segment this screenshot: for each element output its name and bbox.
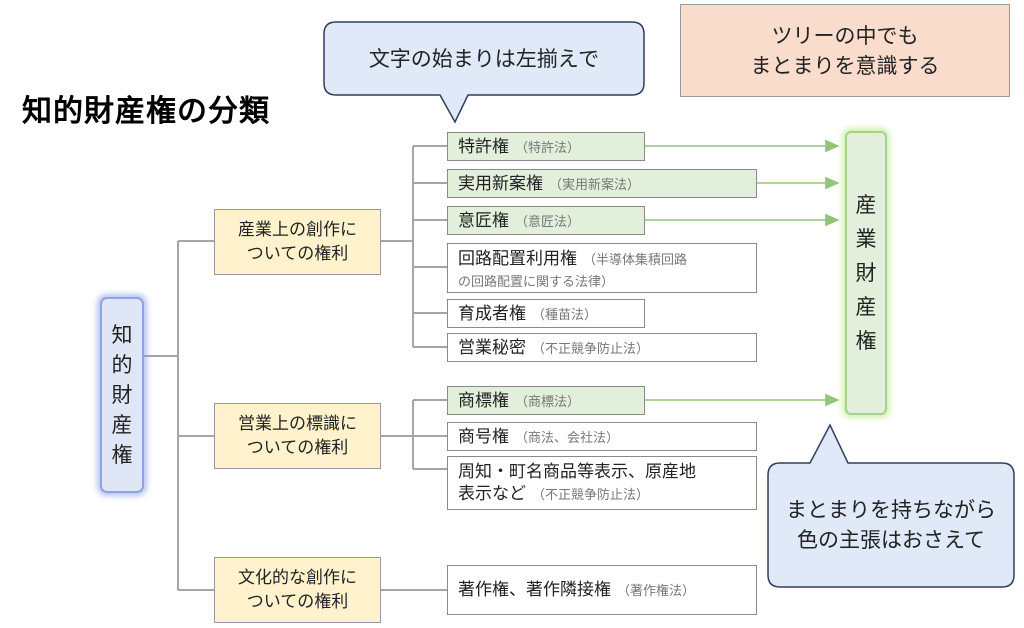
leaf-main: 実用新案権: [458, 174, 543, 194]
callout-bottom-line-1: まとまりを持ちながら: [786, 498, 996, 522]
root-char: 権: [111, 443, 133, 467]
industrial-property-node: 産 業 財 産 権: [845, 131, 887, 415]
industrial-char: 財: [855, 261, 877, 285]
industrial-char: 産: [855, 193, 877, 217]
leaf-main: 著作権、著作隣接権: [458, 580, 611, 600]
leaf-law: （実用新案法）: [549, 178, 641, 193]
root-node-intellectual-property: 知 的 財 産 権: [100, 297, 144, 493]
leaf-circuit-layout-right: 回路配置利用権 （半導体集積回路 の回路配置に関する法律）: [447, 243, 757, 293]
category-line-2: ついての権利: [246, 244, 349, 264]
leaf-law: （特許法）: [515, 141, 581, 156]
leaf-law: （商法、会社法）: [515, 431, 620, 446]
callout-bottom: まとまりを持ちながら 色の主張はおさえて: [768, 463, 1014, 587]
leaf-main: 特許権: [458, 137, 509, 157]
category-line-2: ついての権利: [246, 592, 349, 612]
callout-top-text: 文字の始まりは左揃えで: [368, 46, 600, 71]
callout-bottom-line-2: 色の主張はおさえて: [797, 528, 985, 552]
leaf-main: 営業秘密: [458, 338, 526, 358]
root-char: 的: [111, 353, 133, 377]
leaf-main: 意匠権: [458, 211, 509, 231]
leaf-law: （不正競争防止法）: [532, 488, 650, 503]
industrial-char: 業: [855, 227, 877, 251]
category-cultural-creation: 文化的な創作に ついての権利: [214, 557, 381, 623]
leaf-law: （意匠法）: [515, 215, 581, 230]
leaf-breeders-right: 育成者権 （種苗法）: [447, 299, 645, 328]
leaf-law-continued: の回路配置に関する法律）: [458, 275, 615, 290]
leaf-main-continued: 表示など: [458, 484, 526, 504]
leaf-main: 育成者権: [458, 304, 526, 324]
industrial-char: 権: [855, 329, 877, 353]
leaf-law: （商標法）: [515, 395, 581, 410]
category-line-1: 産業上の創作に: [238, 220, 357, 240]
note-line-1: ツリーの中でも: [771, 23, 919, 48]
page-title: 知的財産権の分類: [22, 94, 270, 129]
root-char: 財: [111, 383, 133, 407]
callout-bottom-shape: [767, 423, 1015, 588]
category-business-marks: 営業上の標識に ついての権利: [214, 403, 381, 469]
leaf-law: （著作権法）: [617, 584, 696, 599]
leaf-main: 回路配置利用権: [458, 249, 577, 269]
leaf-trademark-right: 商標権 （商標法）: [447, 386, 645, 415]
note-line-2: まとまりを意識する: [750, 53, 940, 78]
category-line-2: ついての権利: [246, 438, 349, 458]
leaf-indication-of-origin: 周知・町名商品等表示、原産地 表示など （不正競争防止法）: [447, 456, 757, 510]
leaf-copyright: 著作権、著作隣接権 （著作権法）: [447, 565, 757, 615]
leaf-main: 商標権: [458, 391, 509, 411]
leaf-trade-secret: 営業秘密 （不正競争防止法）: [447, 333, 757, 362]
root-char: 知: [111, 323, 133, 347]
leaf-law: （不正競争防止法）: [532, 342, 650, 357]
leaf-utility-model-right: 実用新案権 （実用新案法）: [447, 169, 757, 198]
category-line-1: 文化的な創作に: [238, 568, 357, 588]
leaf-law: （半導体集積回路: [583, 253, 688, 268]
leaf-design-right: 意匠権 （意匠法）: [447, 206, 645, 235]
callout-top: 文字の始まりは左揃えで: [324, 22, 644, 95]
leaf-law: （種苗法）: [532, 308, 598, 323]
leaf-main: 商号権: [458, 427, 509, 447]
root-char: 産: [111, 413, 133, 437]
industrial-char: 産: [855, 295, 877, 319]
note-top-right: ツリーの中でも まとまりを意識する: [680, 4, 1010, 97]
category-industrial-creation: 産業上の創作に ついての権利: [214, 209, 381, 275]
leaf-trade-name-right: 商号権 （商法、会社法）: [447, 422, 757, 451]
leaf-main: 周知・町名商品等表示、原産地: [458, 462, 696, 482]
callout-top-shape: [323, 21, 645, 124]
category-line-1: 営業上の標識に: [238, 414, 357, 434]
leaf-patent-right: 特許権 （特許法）: [447, 132, 645, 161]
